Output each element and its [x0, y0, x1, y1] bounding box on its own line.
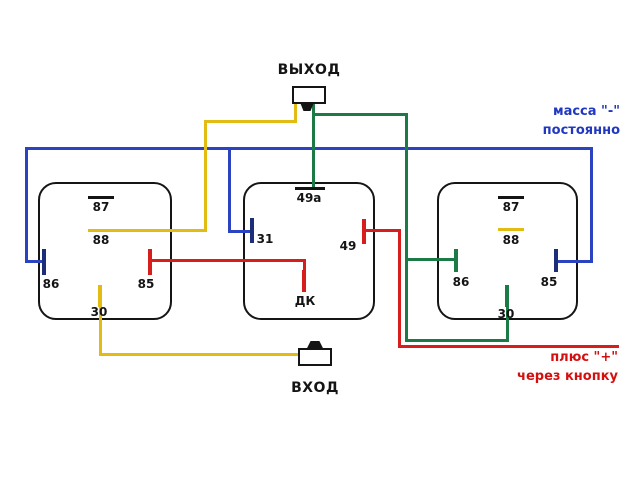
- pin-bar-86-left: [42, 249, 46, 275]
- ground-annotation-line2: постоянно: [542, 123, 620, 138]
- pin-label-dk: ДК: [294, 294, 316, 308]
- pin-label-88-right: 88: [502, 233, 520, 247]
- pin-label-87-right: 87: [502, 200, 520, 214]
- wire-output-yellow-horizontal: [204, 120, 297, 123]
- wire-green-top-horizontal: [312, 113, 408, 116]
- wire-85-to-dk: [151, 259, 306, 262]
- pin-bar-31: [250, 218, 254, 243]
- pin-bar-85-left: [148, 249, 152, 275]
- pin-label-85-right: 85: [540, 275, 558, 289]
- pin-label-85-left: 85: [137, 277, 155, 291]
- wire-yellow-to-88-left: [88, 229, 207, 232]
- wire-ground-to-31: [228, 230, 253, 233]
- pin-label-87-left: 87: [92, 200, 110, 214]
- pin-label-30-right: 30: [497, 307, 515, 321]
- wire-49-stub: [365, 229, 401, 232]
- wire-green-to-86-right: [405, 258, 456, 261]
- wire-output-yellow-drop: [294, 102, 297, 123]
- output-connector: [292, 86, 326, 104]
- wire-ground-to-85-right: [557, 260, 593, 263]
- pin-bar-87-left: [88, 196, 114, 199]
- wire-ground-mid-drop: [228, 147, 231, 233]
- pin-label-30-left: 30: [90, 305, 108, 319]
- pin-label-31: 31: [256, 232, 274, 246]
- output-connector-pin: [300, 103, 314, 111]
- input-connector-pin: [306, 341, 324, 349]
- pin-bar-30-right: [505, 285, 509, 307]
- pin-bar-88-right: [498, 228, 524, 231]
- pin-bar-dk: [302, 270, 306, 292]
- wire-30-left-drop: [99, 305, 102, 356]
- plus-annotation-line2: через кнопку: [517, 369, 618, 384]
- wire-green-vertical: [405, 113, 408, 342]
- wire-ground-right-drop: [590, 147, 593, 263]
- output-label: ВЫХОД: [277, 62, 341, 78]
- wire-green-bottom-horizontal: [405, 339, 509, 342]
- wire-ground-left-drop: [25, 147, 28, 263]
- wire-dk-drop: [303, 259, 306, 272]
- wire-yellow-vertical: [204, 120, 207, 232]
- wire-output-to-49a: [312, 102, 315, 190]
- pin-label-86-left: 86: [42, 277, 60, 291]
- pin-bar-85-right: [554, 249, 558, 272]
- pin-bar-86-right: [454, 249, 458, 272]
- input-connector: [298, 348, 332, 366]
- pin-label-86-right: 86: [452, 275, 470, 289]
- pin-label-88-left: 88: [92, 233, 110, 247]
- wire-plus-vertical: [398, 229, 401, 348]
- ground-annotation-line1: масса "-": [552, 104, 620, 119]
- input-label: ВХОД: [291, 380, 339, 396]
- wire-ground-horizontal: [25, 147, 593, 150]
- plus-annotation-line1: плюс "+": [550, 350, 618, 365]
- wire-green-to-30-right: [506, 305, 509, 342]
- pin-bar-30-left: [98, 285, 102, 307]
- pin-label-49: 49: [339, 239, 357, 253]
- pin-bar-87-right: [498, 196, 524, 199]
- wire-ground-to-86-left: [25, 260, 45, 263]
- wire-plus-horizontal: [398, 345, 619, 348]
- pin-bar-49: [362, 219, 366, 244]
- relay-box-flasher: [243, 182, 375, 320]
- pin-label-49a: 49a: [296, 191, 322, 205]
- wire-input-yellow-horizontal: [99, 353, 299, 356]
- pin-bar-49a: [295, 187, 325, 190]
